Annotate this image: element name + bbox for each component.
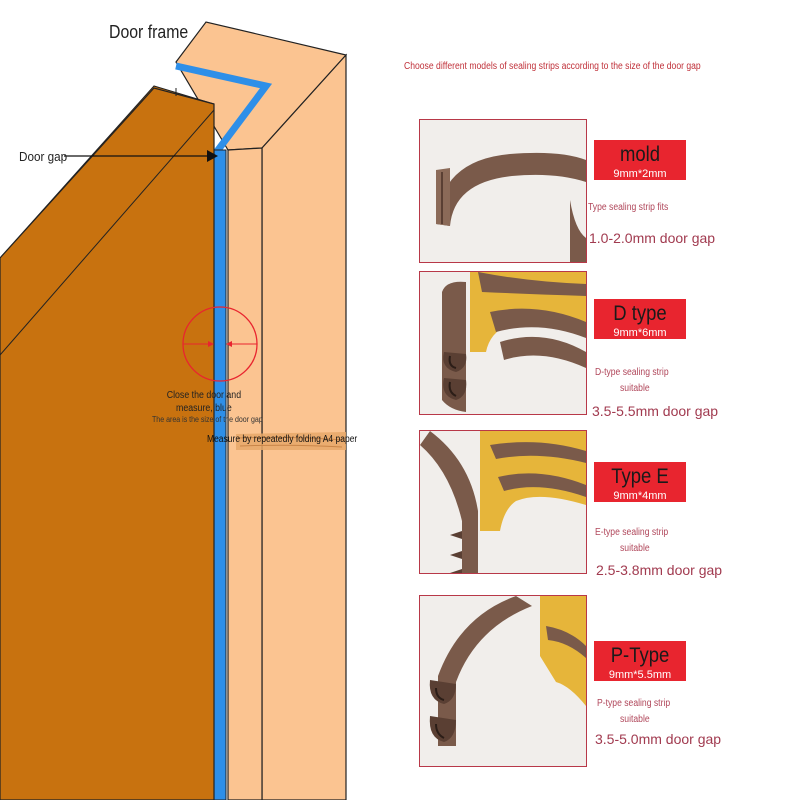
strip-name: D type <box>613 302 667 325</box>
strip-gap-range: 1.0-2.0mm door gap <box>589 230 716 246</box>
strip-photo-p-type <box>419 595 587 767</box>
strip-name: Type E <box>611 465 669 488</box>
strip-gap-range: 3.5-5.5mm door gap <box>592 403 719 419</box>
strip-gap-range: 3.5-5.0mm door gap <box>595 731 722 747</box>
door-edge-line <box>0 109 215 356</box>
strip-image-p-type <box>420 596 586 766</box>
strip-photo-d-type <box>419 271 587 415</box>
strip-size: 9mm*2mm <box>613 168 667 180</box>
strip-tag-e-type: Type E 9mm*4mm <box>594 462 686 502</box>
strip-gap-range: 2.5-3.8mm door gap <box>596 562 723 578</box>
strip-size: 9mm*6mm <box>613 327 667 339</box>
strip-note: P-type sealing strip <box>597 698 671 709</box>
strip-tag-d-type: D type 9mm*6mm <box>594 299 686 339</box>
strip-note: Type sealing strip fits <box>588 202 669 213</box>
door-frame-front <box>227 147 263 800</box>
door-panel <box>0 87 215 800</box>
headline: Choose different models of sealing strip… <box>404 61 701 72</box>
measure-paper-label: Measure by repeatedly folding A4 paper <box>207 434 358 445</box>
measure-arrow-left <box>208 341 214 347</box>
strip-image-e-type <box>420 431 586 573</box>
strip-image-mold <box>420 120 586 262</box>
strip-size: 9mm*5.5mm <box>608 669 672 681</box>
strip-tag-p-type: P-Type 9mm*5.5mm <box>594 641 686 681</box>
strip-note-suitable: suitable <box>620 383 650 394</box>
folded-paper-edge <box>237 436 345 448</box>
strip-name: mold <box>619 143 661 166</box>
door-frame-label: Door frame <box>109 22 189 42</box>
door-gap-arrow-head <box>207 150 218 162</box>
measure-arrow-right <box>226 341 232 347</box>
gap-strip <box>213 149 227 800</box>
strip-note: D-type sealing strip <box>595 367 669 378</box>
strip-note: E-type sealing strip <box>595 527 669 538</box>
door-gap-label: Door gap <box>19 149 68 164</box>
strip-photo-e-type <box>419 430 587 574</box>
strip-note-suitable: suitable <box>620 714 650 725</box>
strip-photo-mold <box>419 119 587 263</box>
strip-note-suitable: suitable <box>620 543 650 554</box>
strip-image-d-type <box>420 272 586 414</box>
strip-size: 9mm*4mm <box>613 490 667 502</box>
area-note-label: The area is the size of the door gap <box>152 415 263 424</box>
strip-tag-mold: mold 9mm*2mm <box>594 140 686 180</box>
door-frame-side <box>261 53 347 800</box>
close-measure-label: Close the door and measure, blue <box>166 390 242 414</box>
strip-name: P-Type <box>610 644 670 667</box>
